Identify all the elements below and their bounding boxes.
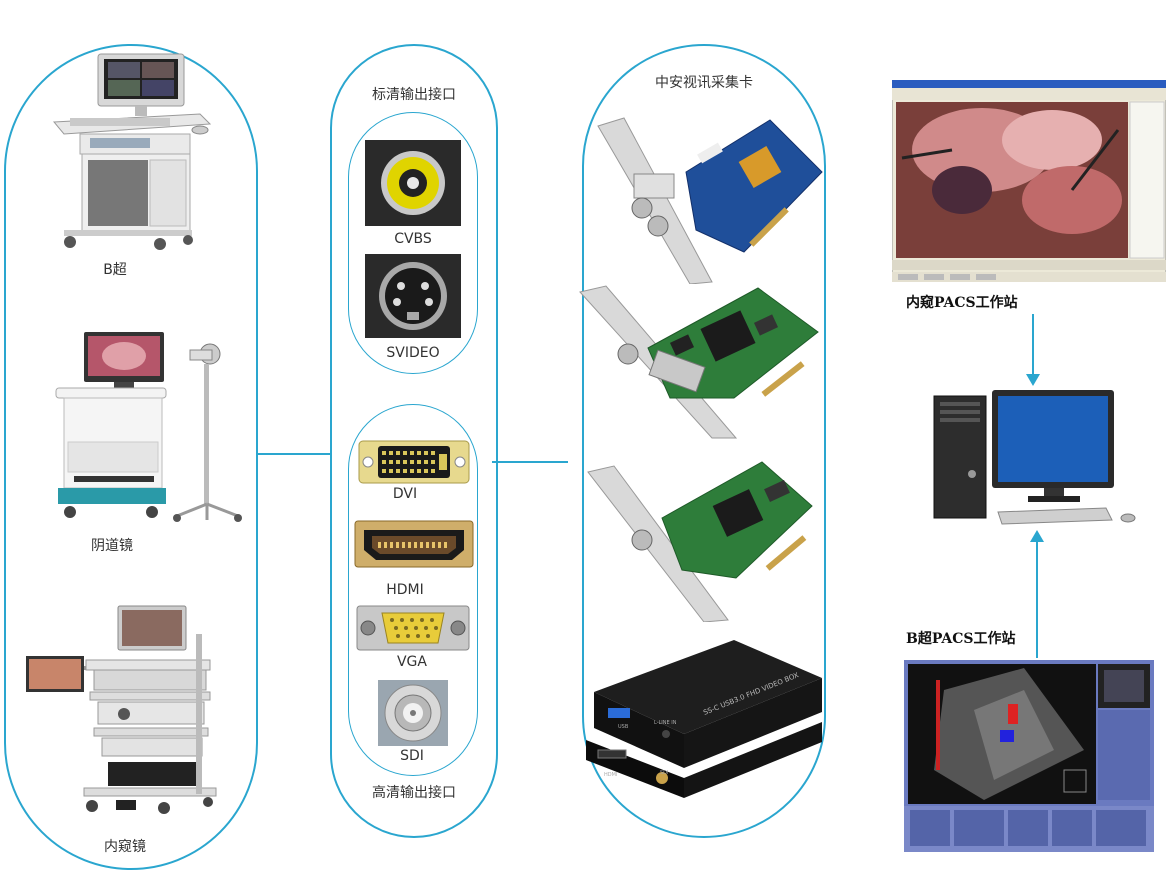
hd-interfaces-group: [348, 404, 478, 776]
svideo-port-image: [365, 254, 461, 338]
capture-card-blue-image: [594, 112, 826, 284]
link-interfaces-capture: [492, 461, 568, 463]
capture-title: 中安视讯采集卡: [655, 75, 753, 91]
colposcope-image: [52, 330, 244, 525]
sdi-label: SDI: [400, 748, 424, 764]
b-ultrasound-label: B超: [103, 262, 127, 278]
endoscope-pacs-screenshot: [892, 80, 1166, 282]
hdmi-port-image: [354, 520, 474, 568]
sdi-port-image: [378, 680, 448, 746]
dvi-label: DVI: [392, 486, 418, 502]
arrow-endo-to-computer-shaft: [1032, 314, 1034, 376]
capture-cards-group: [582, 44, 826, 838]
sd-interfaces-group: [348, 112, 478, 374]
colposcope-label: 阴道镜: [91, 538, 133, 554]
sd-interfaces-title: 标清输出接口: [372, 87, 456, 103]
endoscope-tower-image: [24, 604, 224, 822]
usb-box-usb-label: USB: [618, 724, 629, 730]
usb-box-sdi-label: SDI: [660, 770, 669, 776]
b-pacs-screenshot: [904, 660, 1154, 852]
vga-label: VGA: [396, 654, 427, 670]
endoscope-pacs-label: 内窥PACS工作站: [906, 295, 1018, 311]
hdmi-label: HDMI: [386, 582, 424, 598]
computer-workstation-image: [932, 388, 1146, 528]
endoscope-label: 内窥镜: [104, 839, 146, 855]
cvbs-label: CVBS: [394, 231, 432, 247]
usb-box-hdmi-label: HDMI: [604, 772, 618, 778]
b-pacs-label: B超PACS工作站: [906, 631, 1016, 647]
capture-card-green-dvi-image: [578, 278, 824, 440]
svideo-label: SVIDEO: [386, 345, 440, 361]
capture-card-green-image: [586, 458, 818, 622]
dvi-port-image: [358, 440, 470, 484]
link-devices-interfaces: [258, 453, 332, 455]
devices-group: [4, 44, 258, 870]
arrow-up-icon: [1030, 530, 1044, 542]
vga-port-image: [356, 605, 470, 651]
hd-interfaces-title: 高清输出接口: [372, 785, 456, 801]
arrow-down-icon: [1026, 374, 1040, 386]
interfaces-group: [330, 44, 498, 838]
cvbs-port-image: [365, 140, 461, 226]
b-ultrasound-machine-image: [50, 52, 215, 252]
usb-box-line-in-label: L-LINE IN: [654, 720, 677, 726]
usb-capture-box-image: [584, 638, 824, 802]
arrow-b-to-computer-shaft: [1036, 540, 1038, 658]
